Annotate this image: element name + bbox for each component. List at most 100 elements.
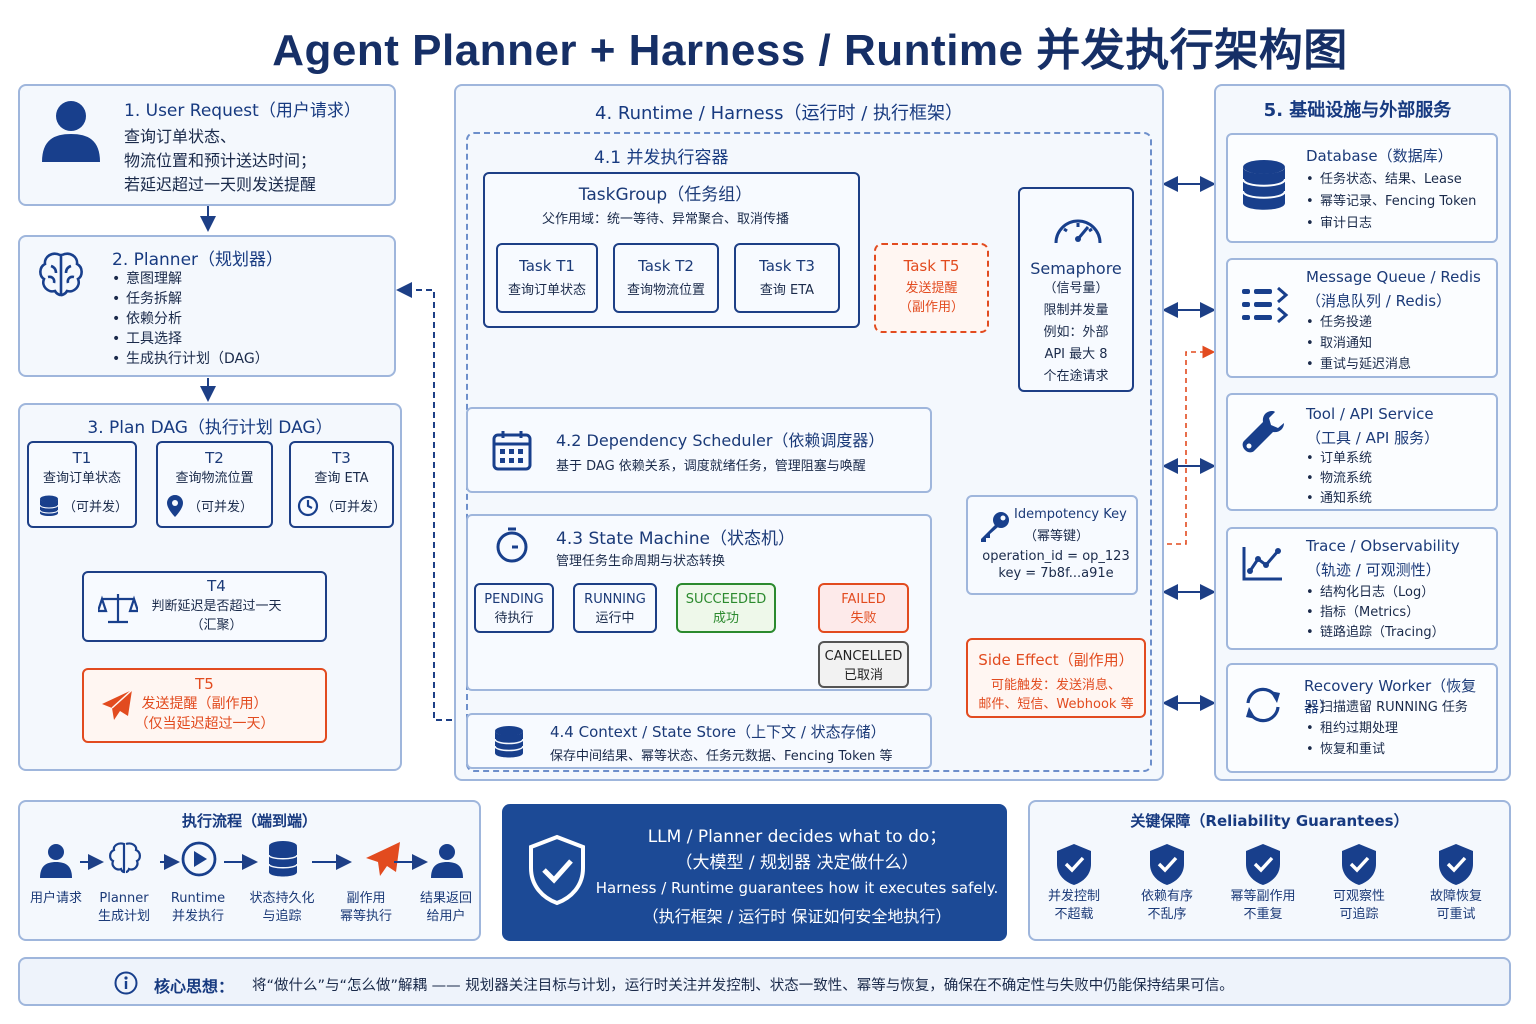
dag-node-t3: T3 查询 ETA （可并发） xyxy=(289,441,394,528)
list-item: 重试与延迟消息 xyxy=(1306,354,1411,375)
dag-t2-desc: 查询物流位置 xyxy=(175,471,254,486)
taskgroup-subtitle: 父作用域：统一等待、异常聚合、取消传播 xyxy=(541,212,789,227)
guarantee-3: 幂等副作用不重复 xyxy=(1230,889,1296,922)
side-effect-line-1: 可能触发：发送消息、 xyxy=(990,678,1121,693)
core-idea-footer: 核心思想： 将“做什么”与“怎么做”解耦 —— 规划器关注目标与计划，运行时关注… xyxy=(18,957,1511,1006)
shield-check-icon xyxy=(1340,842,1378,887)
paper-plane-icon xyxy=(366,842,400,876)
task-t5-note: （副作用） xyxy=(898,300,964,315)
task-t2-desc: 查询物流位置 xyxy=(626,283,705,298)
recovery-list: 扫描遗留 RUNNING 任务 租约过期处理 恢复和重试 xyxy=(1306,697,1468,760)
dag-node-t5: T5 发送提醒（副作用） （仅当延迟超过一天） xyxy=(82,668,327,743)
shield-check-icon xyxy=(529,834,585,906)
info-icon xyxy=(114,971,138,995)
page-title: Agent Planner + Harness / Runtime 并发执行架构… xyxy=(272,26,1348,75)
mq-sub: （消息队列 / Redis） xyxy=(1306,292,1452,310)
state-failed-en: FAILED xyxy=(841,592,886,607)
state-pending: PENDING 待执行 xyxy=(474,583,554,633)
banner-line-2: （大模型 / 规划器 决定做什么） xyxy=(675,853,919,873)
guarantee-1: 并发控制不超载 xyxy=(1047,889,1100,922)
shield-check-icon xyxy=(1148,842,1186,887)
state-cancelled-zh: 已取消 xyxy=(843,668,883,683)
task-t2-card: Task T2 查询物流位置 xyxy=(613,243,719,313)
scheduler-box: 4.2 Dependency Scheduler（依赖调度器） 基于 DAG 依… xyxy=(466,407,932,493)
dag-t1-note: （可并发） xyxy=(63,500,129,515)
list-item: 通知系统 xyxy=(1306,489,1372,509)
dag-t2-note: （可并发） xyxy=(188,500,254,515)
state-pending-zh: 待执行 xyxy=(494,611,534,626)
dag-node-t4: T4 判断延迟是否超过一天 （汇聚） xyxy=(82,571,327,642)
key-icon xyxy=(981,512,1009,542)
list-item: 物流系统 xyxy=(1306,469,1372,489)
list-item: 幂等记录、Fencing Token xyxy=(1306,191,1476,213)
timer-icon xyxy=(496,527,528,563)
planner-list: 意图理解 任务拆解 依赖分析 工具选择 生成执行计划（DAG） xyxy=(112,269,269,369)
list-item: 链路追踪（Tracing） xyxy=(1306,623,1445,643)
dag-t5-note: （仅当延迟超过一天） xyxy=(134,716,275,732)
side-effect-box: Side Effect（副作用） 可能触发：发送消息、 邮件、短信、Webhoo… xyxy=(966,638,1146,718)
list-item: 任务拆解 xyxy=(112,289,269,309)
calendar-icon xyxy=(492,431,532,471)
task-t1-card: Task T1 查询订单状态 xyxy=(496,243,598,313)
state-cancelled-en: CANCELLED xyxy=(824,649,903,664)
dag-t5-desc: 发送提醒（副作用） xyxy=(141,696,268,712)
list-item: 扫描遗留 RUNNING 任务 xyxy=(1306,697,1468,718)
dag-t3-id: T3 xyxy=(332,449,351,467)
semaphore-line-2: 例如：外部 xyxy=(1043,325,1109,340)
runtime-title: 4. Runtime / Harness（运行时 / 执行框架） xyxy=(595,103,963,124)
brain-icon xyxy=(39,252,83,297)
mq-title: Message Queue / Redis xyxy=(1306,268,1481,286)
play-icon xyxy=(181,841,217,877)
planner-title: 2. Planner（规划器） xyxy=(112,250,284,270)
brain-icon xyxy=(109,842,141,874)
side-effect-title: Side Effect（副作用） xyxy=(978,651,1134,669)
dag-t1-id: T1 xyxy=(72,449,92,467)
database-list: 任务状态、结果、Lease 幂等记录、Fencing Token 审计日志 xyxy=(1306,169,1476,235)
user-request-line-1: 查询订单状态、 xyxy=(124,127,237,146)
list-item: 恢复和重试 xyxy=(1306,739,1468,760)
user-icon xyxy=(42,101,100,162)
database-icon xyxy=(39,495,59,516)
core-idea-label: 核心思想： xyxy=(154,977,235,996)
semaphore-sub: （信号量） xyxy=(1043,281,1109,296)
user-request-panel: 1. User Request（用户请求） 查询订单状态、 物流位置和预计送达时… xyxy=(18,84,396,206)
scheduler-desc: 基于 DAG 依赖关系，调度就绪任务，管理阻塞与唤醒 xyxy=(556,459,866,474)
wrench-icon xyxy=(1242,411,1284,453)
guarantees-title: 关键保障（Reliability Guarantees） xyxy=(1130,812,1409,830)
paper-plane-icon xyxy=(102,689,133,720)
task-t5-desc: 发送提醒 xyxy=(905,281,958,296)
idempotency-key-box: Idempotency Key （幂等键） operation_id = op_… xyxy=(966,495,1138,595)
task-t5-name: Task T5 xyxy=(903,257,960,275)
state-succeeded: SUCCEEDED 成功 xyxy=(676,583,776,633)
flow-icons xyxy=(40,841,463,878)
flow-step-1: 用户请求 xyxy=(29,891,82,906)
user-request-line-2: 物流位置和预计送达时间； xyxy=(124,151,317,170)
idempotency-line-2: key = 7b8f...a91e xyxy=(998,566,1114,581)
shield-check-icon xyxy=(1244,842,1282,887)
dag-t3-desc: 查询 ETA xyxy=(314,471,369,486)
state-succeeded-en: SUCCEEDED xyxy=(685,592,767,607)
list-item: 租约过期处理 xyxy=(1306,718,1468,739)
tool-title: Tool / API Service xyxy=(1306,405,1434,423)
user-request-title: 1. User Request（用户请求） xyxy=(124,101,361,121)
state-cancelled: CANCELLED 已取消 xyxy=(818,641,909,688)
state-running: RUNNING 运行中 xyxy=(573,583,657,633)
state-running-zh: 运行中 xyxy=(595,611,635,626)
semaphore-line-1: 限制并发量 xyxy=(1043,303,1109,318)
taskgroup-title: TaskGroup（任务组） xyxy=(578,185,753,205)
state-pending-en: PENDING xyxy=(484,592,544,607)
trace-card: Trace / Observability （轨迹 / 可观测性） 结构化日志（… xyxy=(1226,527,1498,650)
dag-t5-id: T5 xyxy=(195,675,214,693)
gauge-icon xyxy=(1054,219,1102,244)
tool-sub: （工具 / API 服务） xyxy=(1306,429,1440,447)
state-running-en: RUNNING xyxy=(584,592,646,607)
semaphore-line-3: API 最大 8 xyxy=(1044,347,1108,362)
list-item: 取消通知 xyxy=(1306,333,1411,354)
state-failed: FAILED 失败 xyxy=(818,583,909,633)
flow-title: 执行流程（端到端） xyxy=(181,812,317,830)
dag-t4-id: T4 xyxy=(207,577,226,595)
list-item: 结构化日志（Log） xyxy=(1306,583,1445,603)
list-item: 指标（Metrics） xyxy=(1306,603,1445,623)
